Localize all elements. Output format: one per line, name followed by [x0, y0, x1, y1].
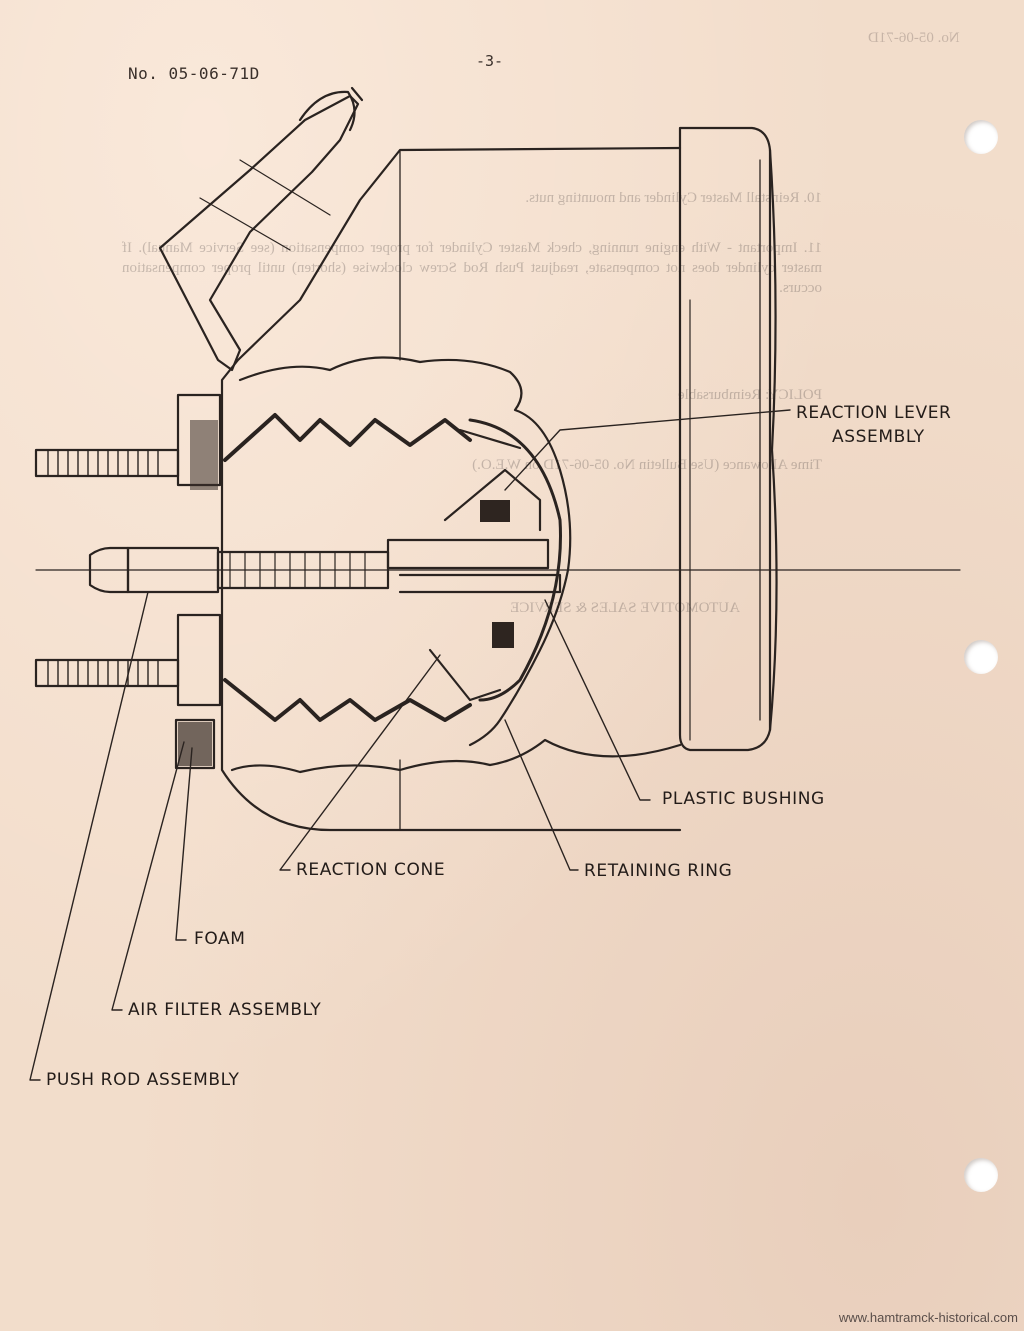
front-shell: [220, 146, 682, 832]
website-watermark: www.hamtramck-historical.com: [838, 1310, 1018, 1325]
binder-hole-middle: [964, 640, 998, 674]
leader-air-filter: [111, 741, 185, 1011]
leader-reaction-cone: [279, 654, 441, 871]
binder-hole-top: [964, 120, 998, 154]
binder-hole-bottom: [964, 1158, 998, 1192]
booster-housing: [678, 126, 772, 752]
leader-plastic-bushing: [544, 599, 651, 801]
cutaway-bottom-edge: [230, 738, 682, 774]
reaction-lever-assembly: [428, 418, 562, 702]
diaphragm-bellows-upper: [223, 413, 472, 462]
mounting-stud-lower: [34, 658, 180, 688]
leader-foam: [175, 747, 193, 941]
diaphragm-bellows-lower: [223, 678, 472, 722]
label-retaining-ring: RETAINING RING: [584, 861, 733, 881]
label-push-rod-assembly: PUSH ROD ASSEMBLY: [46, 1070, 240, 1090]
leader-retaining-ring: [504, 719, 579, 871]
page-number: -3-: [476, 52, 504, 70]
push-rod: [88, 538, 562, 594]
label-plastic-bushing: PLASTIC BUSHING: [662, 789, 825, 809]
label-air-filter-assembly: AIR FILTER ASSEMBLY: [128, 1000, 322, 1020]
master-cylinder-mount: [158, 94, 360, 372]
label-reaction-lever-line2: ASSEMBLY: [832, 427, 925, 447]
leader-push-rod: [29, 591, 149, 1081]
document-number: No. 05-06-71D: [128, 64, 260, 83]
cutaway-top-edge: [238, 356, 572, 747]
leader-reaction-lever: [504, 409, 791, 491]
label-reaction-lever-line1: REACTION LEVER: [796, 403, 952, 423]
label-foam: FOAM: [194, 929, 246, 949]
label-reaction-cone: REACTION CONE: [296, 860, 446, 880]
mounting-stud-upper: [34, 448, 180, 478]
